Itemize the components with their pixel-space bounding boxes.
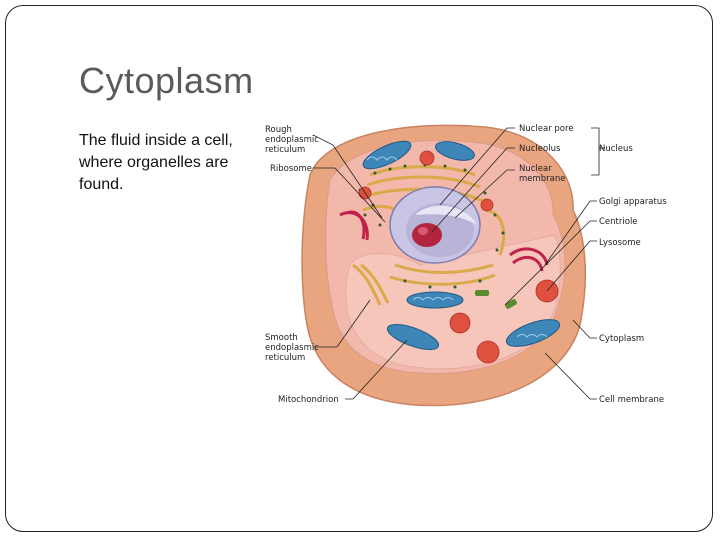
leader-lines	[312, 127, 605, 400]
label-centriole: Centriole	[599, 217, 638, 227]
label-rough-er-line1: Rough	[265, 125, 292, 135]
label-cytoplasm: Cytoplasm	[599, 334, 644, 344]
label-nucleolus: Nucleolus	[519, 144, 561, 154]
slide-title: Cytoplasm	[79, 60, 254, 101]
label-smooth-er-line3: reticulum	[265, 353, 305, 363]
smooth-endoplasmic-reticulum	[352, 263, 390, 306]
label-nuclear-membrane-line1: Nuclear	[519, 164, 552, 174]
golgi-apparatus	[339, 210, 549, 272]
label-mitochondrion: Mitochondrion	[278, 395, 339, 405]
nucleus	[389, 186, 481, 264]
label-nuclear-membrane-line2: membrane	[519, 174, 566, 184]
label-rough-er-line3: reticulum	[265, 145, 305, 155]
label-smooth-er-line1: Smooth	[265, 333, 298, 343]
label-smooth-er-line2: endoplasmic	[265, 343, 319, 353]
nucleolus	[412, 223, 442, 247]
slide-body-text: The fluid inside a cell, where organelle…	[79, 132, 233, 193]
label-lysosome: Lysosome	[599, 238, 641, 248]
animal-cell-diagram: Rough endoplasmic reticulum Ribosome Smo…	[265, 124, 667, 407]
centriole	[475, 290, 517, 309]
mitochondria	[362, 140, 561, 351]
label-golgi-apparatus: Golgi apparatus	[599, 197, 667, 207]
label-cell-membrane: Cell membrane	[599, 395, 664, 405]
label-ribosome: Ribosome	[270, 164, 312, 174]
label-nucleus: Nucleus	[599, 144, 633, 154]
label-nuclear-pore: Nuclear pore	[519, 124, 574, 134]
lysosomes	[358, 150, 559, 364]
label-rough-er-line2: endoplasmic	[265, 135, 319, 145]
